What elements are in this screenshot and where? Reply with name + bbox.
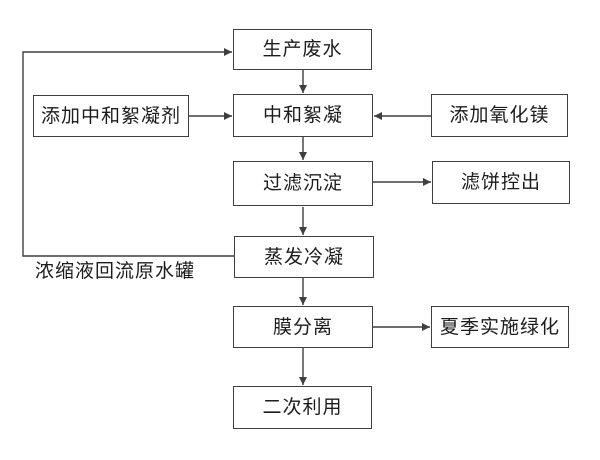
node-summer-greening: 夏季实施绿化 <box>431 306 569 348</box>
node-membrane-separation: 膜分离 <box>233 306 373 348</box>
node-add-neutralizing-flocculant: 添加中和絮凝剂 <box>33 95 189 137</box>
node-filter-cake-discharge: 滤饼控出 <box>432 161 570 204</box>
node-add-magnesium-oxide: 添加氧化镁 <box>431 94 568 137</box>
node-filtration-sedimentation: 过滤沉淀 <box>233 161 373 206</box>
node-secondary-use: 二次利用 <box>233 386 372 429</box>
node-evaporation-condensation: 蒸发冷凝 <box>234 236 374 278</box>
node-neutralization-flocculation: 中和絮凝 <box>233 94 373 137</box>
node-production-wastewater: 生产废水 <box>233 29 372 70</box>
edge-arrow-concentrate-return-loop <box>22 48 234 257</box>
label-concentrate-return: 浓缩液回流原水罐 <box>35 261 196 282</box>
